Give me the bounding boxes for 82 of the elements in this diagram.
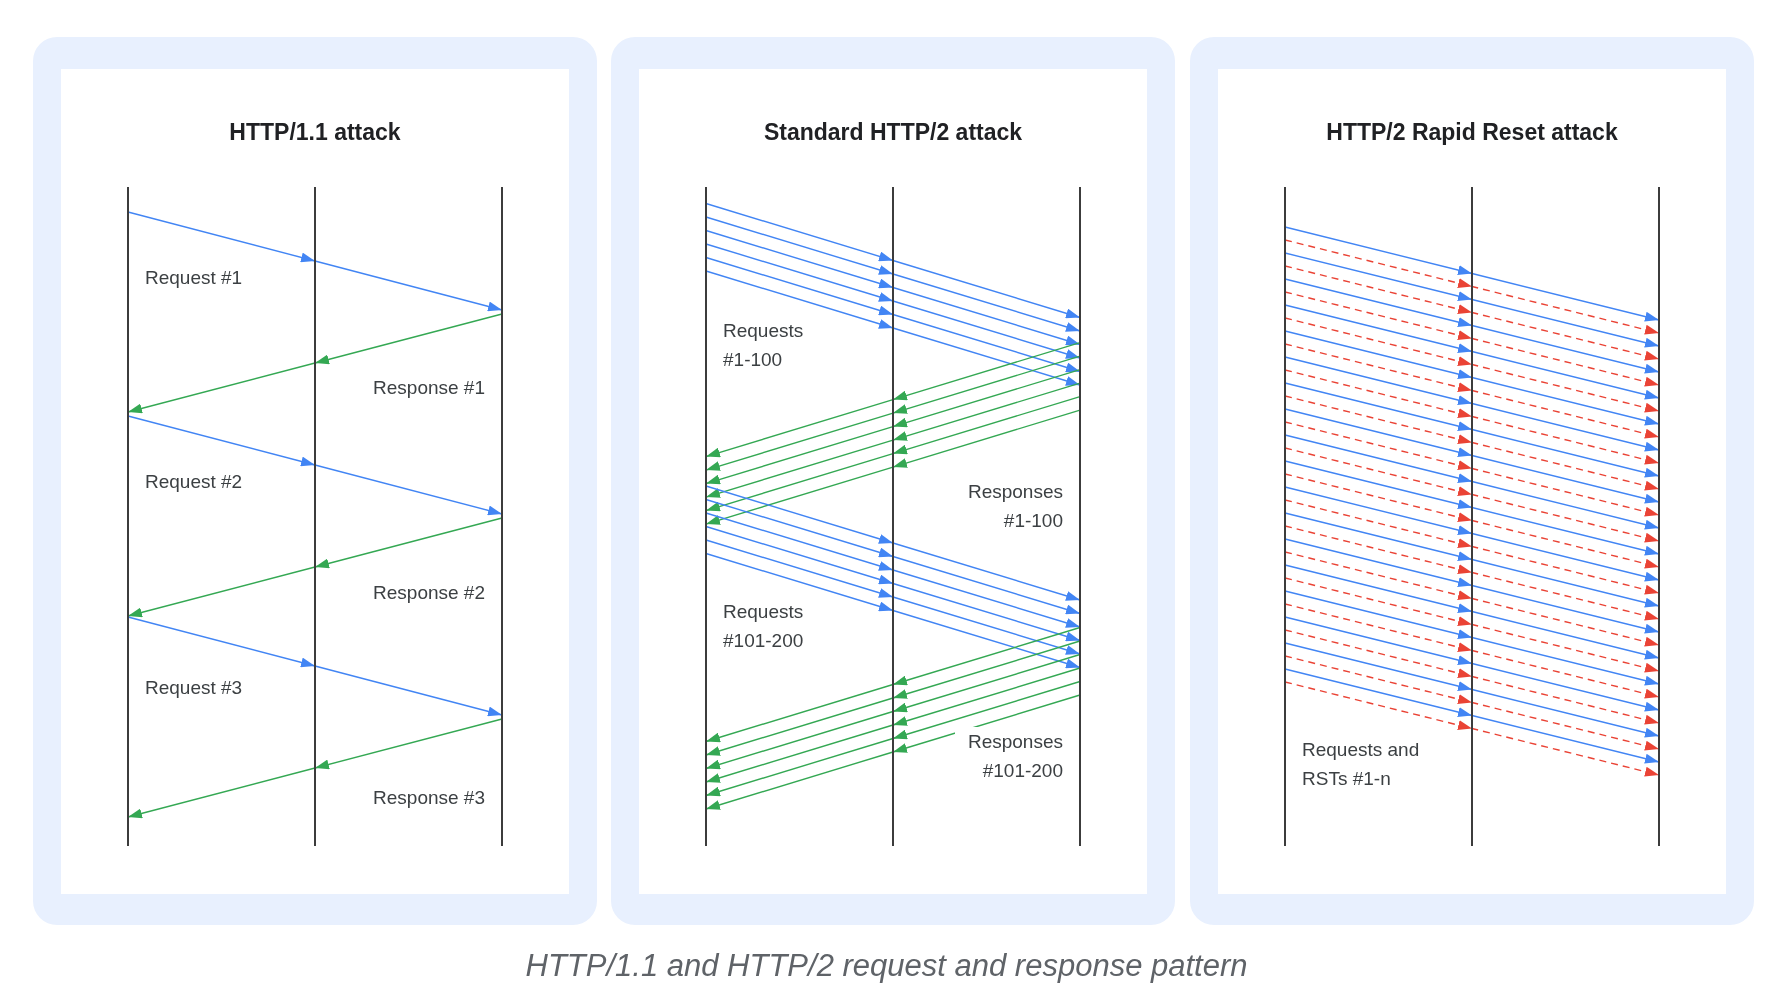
arrow [1284, 668, 1660, 764]
arrow [127, 517, 503, 618]
arrow [705, 485, 1081, 601]
arrow [705, 382, 1081, 498]
arrow [127, 718, 503, 819]
arrow [1284, 291, 1660, 387]
panel-title: HTTP/1.1 attack [228, 118, 402, 147]
arrow [705, 653, 1081, 770]
arrow [705, 256, 1081, 373]
arrow [1284, 525, 1660, 621]
arrow [1284, 499, 1660, 595]
arrow [705, 243, 1081, 359]
arrow [1284, 369, 1660, 465]
arrow [1284, 642, 1660, 738]
arrow [705, 539, 1081, 655]
arrow [705, 355, 1081, 471]
arrow [1284, 356, 1660, 452]
arrow [1284, 512, 1660, 608]
arrow [705, 216, 1081, 332]
panel-card [61, 69, 569, 894]
arrow [127, 415, 503, 516]
arrow [1284, 304, 1660, 400]
lifeline [1658, 187, 1660, 846]
arrow [1284, 551, 1660, 647]
arrow [705, 270, 1081, 386]
arrow [705, 341, 1081, 458]
arrow [705, 667, 1081, 783]
arrow [705, 525, 1081, 642]
arrow [705, 202, 1081, 319]
arrow [1284, 343, 1660, 439]
lifeline [1079, 187, 1081, 846]
lifeline [705, 187, 707, 846]
arrow [705, 680, 1081, 797]
arrow [1284, 226, 1660, 322]
lifeline [1471, 187, 1473, 846]
arrow [705, 512, 1081, 628]
arrow [1284, 564, 1660, 660]
arrow [705, 552, 1081, 669]
arrow [1284, 460, 1660, 556]
arrow [1284, 629, 1660, 725]
panel-title: HTTP/2 Rapid Reset attack [1325, 118, 1619, 147]
lifeline [892, 187, 894, 846]
arrow [705, 640, 1081, 756]
panel-card [1218, 69, 1726, 894]
arrow [1284, 408, 1660, 504]
arrow [1284, 434, 1660, 530]
arrow [1284, 278, 1660, 374]
arrow [1284, 616, 1660, 712]
arrow [705, 498, 1081, 615]
arrow [1284, 395, 1660, 491]
arrow [1284, 655, 1660, 751]
arrow [1284, 486, 1660, 582]
arrow [1284, 330, 1660, 426]
arrow [1284, 382, 1660, 478]
lifeline [501, 187, 503, 846]
arrow [127, 211, 503, 312]
arrow [1284, 421, 1660, 517]
caption: HTTP/1.1 and HTTP/2 request and response pattern [524, 947, 1249, 985]
arrow [1284, 473, 1660, 569]
arrow [1284, 577, 1660, 673]
arrow [705, 694, 1081, 810]
arrow [1284, 681, 1660, 777]
arrow [705, 368, 1081, 485]
arrow [705, 395, 1081, 512]
arrow [1284, 239, 1660, 335]
arrow [127, 616, 503, 717]
arrow [705, 409, 1081, 525]
panel-card [639, 69, 1147, 894]
arrow [705, 626, 1081, 743]
panel-title: Standard HTTP/2 attack [762, 118, 1024, 147]
arrow [1284, 447, 1660, 543]
arrow [127, 313, 503, 414]
arrow [1284, 603, 1660, 699]
arrow [1284, 317, 1660, 413]
lifeline [127, 187, 129, 846]
arrow [705, 229, 1081, 346]
lifeline [1284, 187, 1286, 846]
arrow [1284, 538, 1660, 634]
arrow [1284, 252, 1660, 348]
lifeline [314, 187, 316, 846]
arrow [1284, 265, 1660, 361]
arrow [1284, 590, 1660, 686]
